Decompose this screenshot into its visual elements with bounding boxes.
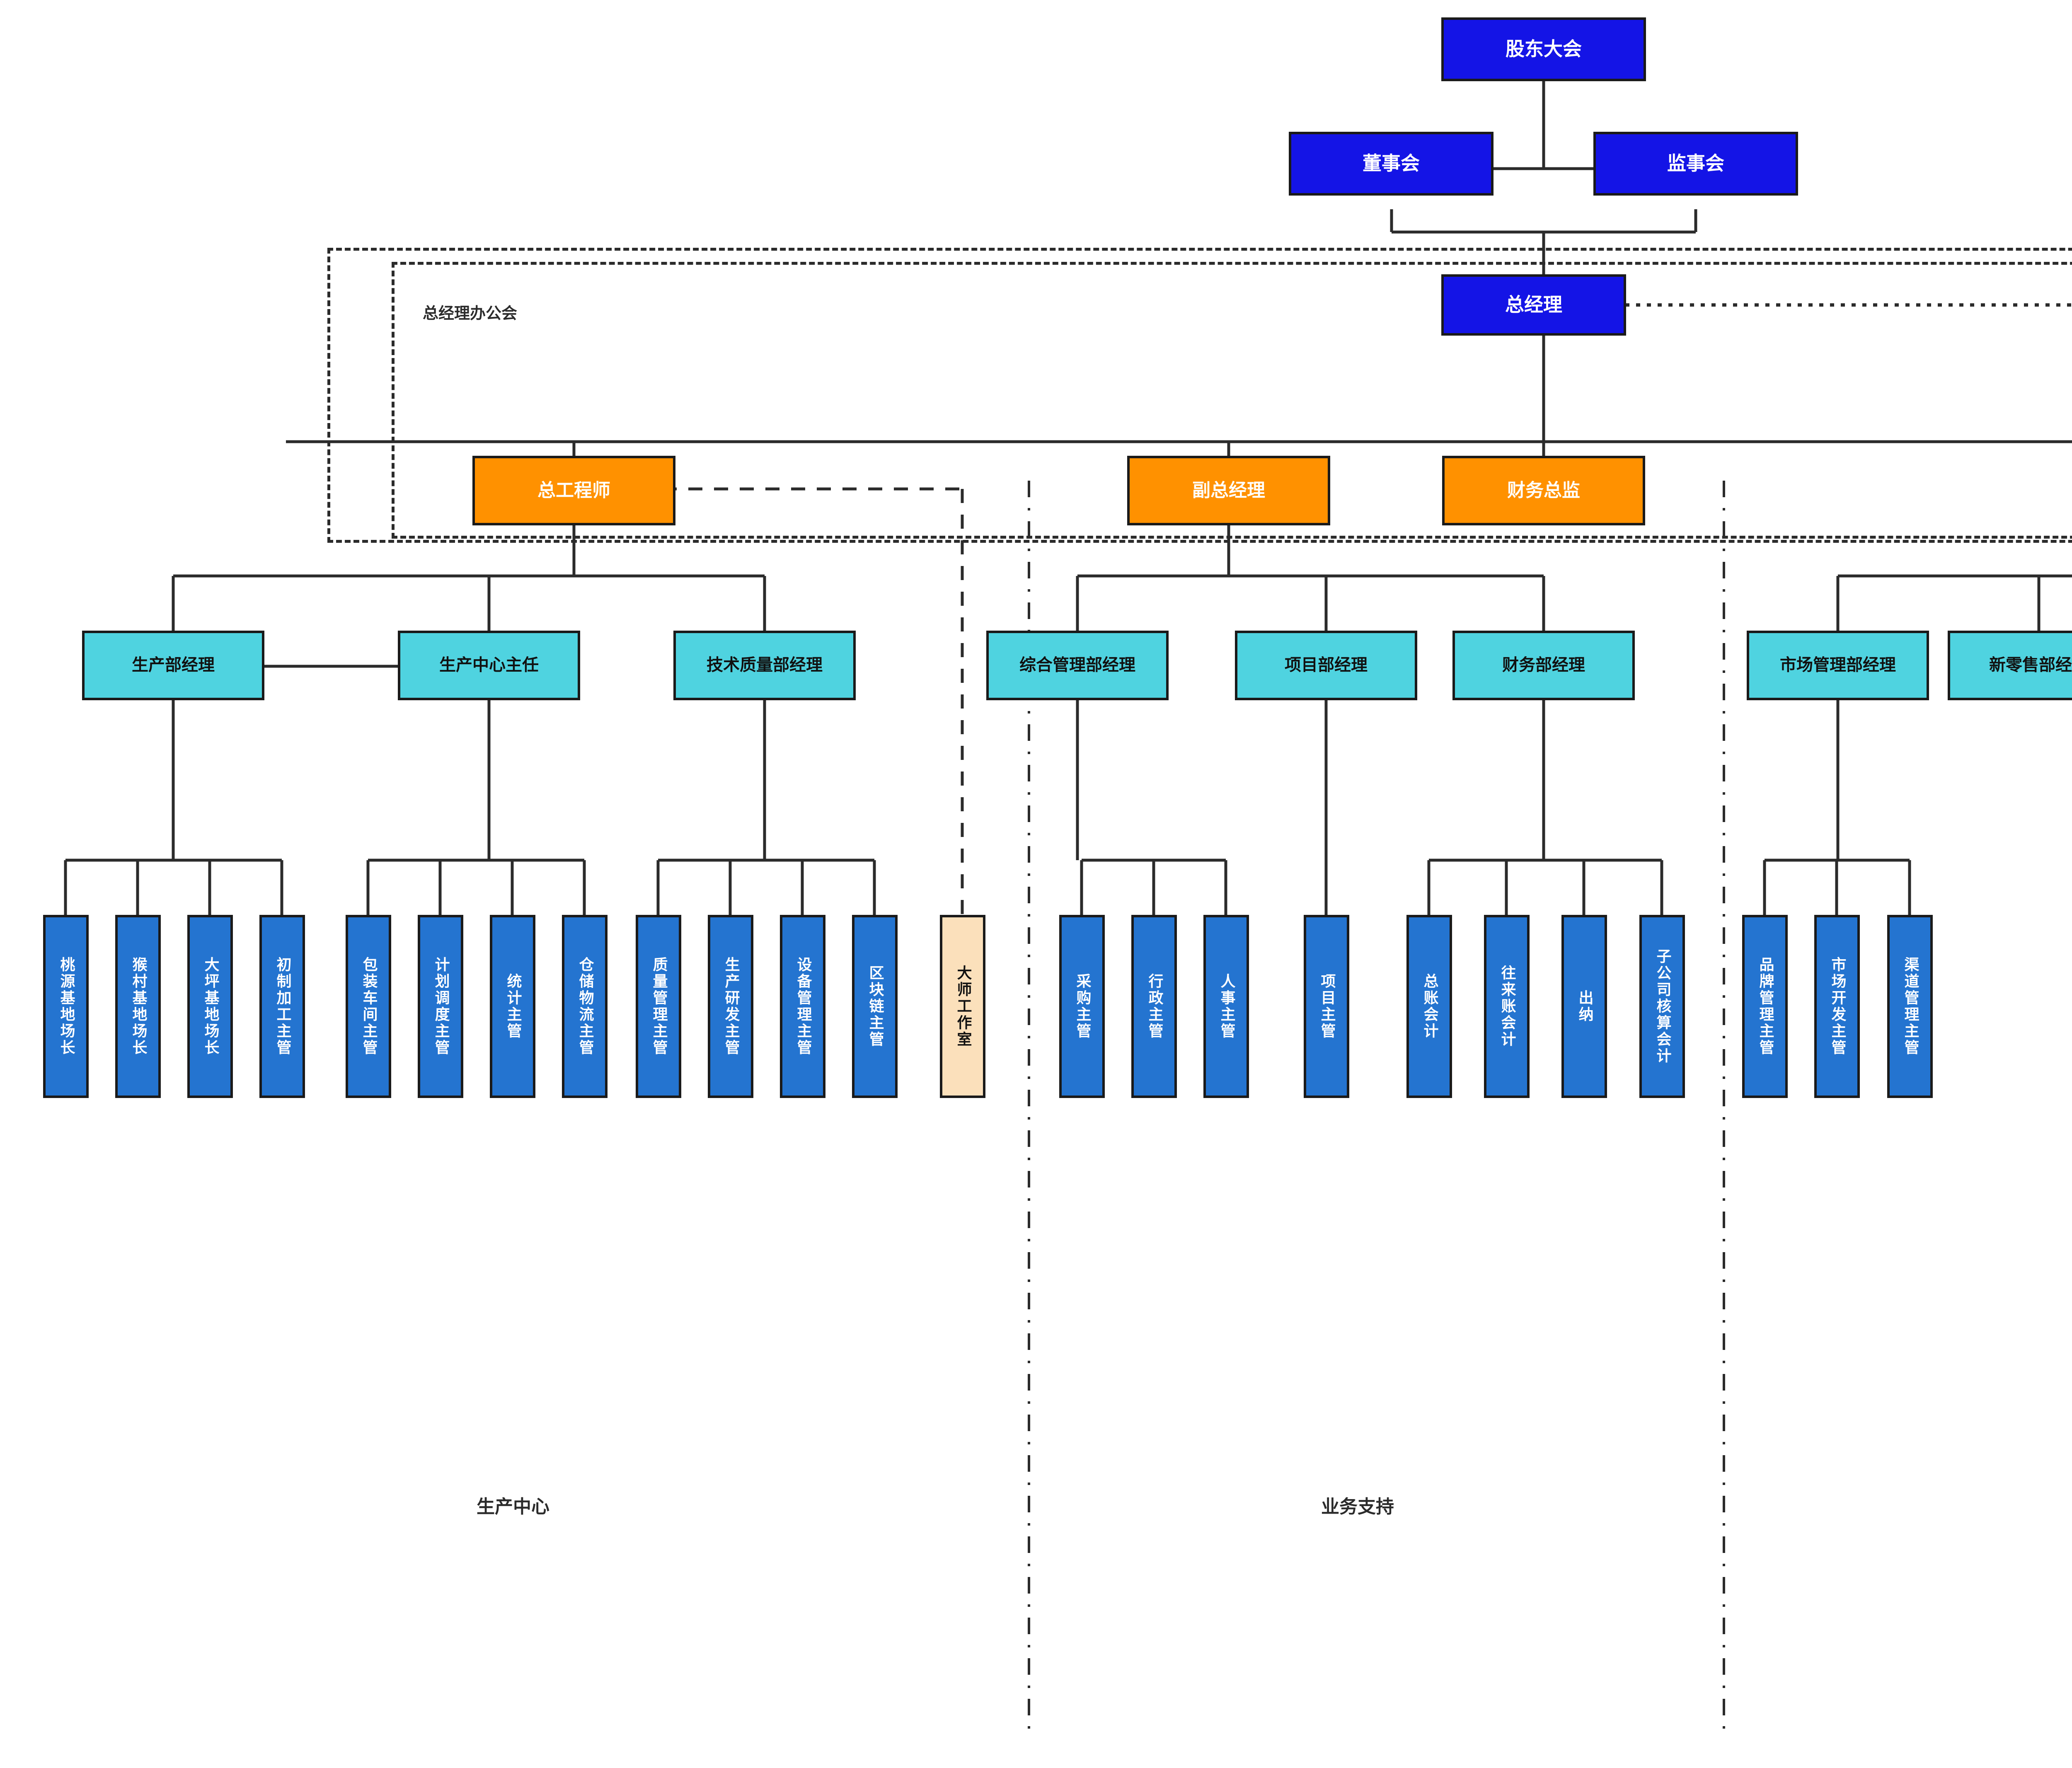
node-staff-taoyuan-base[interactable]: 桃源基地场长	[43, 915, 89, 1098]
node-label: 总账会计	[1421, 973, 1438, 1040]
node-staff-packaging-workshop[interactable]: 包装车间主管	[346, 915, 391, 1098]
node-market-mgmt-dept-manager[interactable]: 市场管理部经理	[1747, 631, 1929, 700]
node-staff-administration[interactable]: 行政主管	[1131, 915, 1177, 1098]
node-label: 总工程师	[537, 480, 610, 501]
node-new-retail-dept-manager[interactable]: 新零售部经理	[1948, 631, 2072, 700]
node-label: 包装车间主管	[360, 957, 378, 1056]
zone-gm-office	[392, 262, 2072, 539]
node-label: 大师工作室	[954, 965, 972, 1048]
node-label: 渠道管理主管	[1902, 957, 1919, 1056]
node-staff-warehouse-logistics[interactable]: 仓储物流主管	[562, 915, 608, 1098]
node-label: 出纳	[1576, 990, 1593, 1023]
node-label: 财务部经理	[1502, 655, 1585, 675]
node-staff-project-supervisor[interactable]: 项目主管	[1304, 915, 1349, 1098]
node-staff-houcun-base[interactable]: 猴村基地场长	[115, 915, 161, 1098]
node-staff-statistics[interactable]: 统计主管	[490, 915, 535, 1098]
node-label: 初制加工主管	[274, 957, 291, 1056]
node-label: 市场开发主管	[1829, 957, 1846, 1056]
node-master-studio[interactable]: 大师工作室	[940, 915, 985, 1098]
node-staff-equipment-mgmt[interactable]: 设备管理主管	[780, 915, 825, 1098]
node-label: 监事会	[1667, 152, 1724, 175]
zone-strategy-committee	[327, 248, 2072, 543]
node-label: 品牌管理主管	[1757, 957, 1774, 1056]
node-board-of-directors[interactable]: 董事会	[1289, 132, 1493, 196]
node-general-manager[interactable]: 总经理	[1441, 274, 1626, 336]
node-staff-market-development[interactable]: 市场开发主管	[1814, 915, 1860, 1098]
node-staff-brand-mgmt[interactable]: 品牌管理主管	[1742, 915, 1788, 1098]
node-label: 董事会	[1363, 152, 1420, 175]
node-staff-production-rnd[interactable]: 生产研发主管	[708, 915, 753, 1098]
node-staff-blockchain[interactable]: 区块链主管	[852, 915, 898, 1098]
node-project-dept-manager[interactable]: 项目部经理	[1235, 631, 1417, 700]
section-label-business-support: 业务支持	[1321, 1496, 1394, 1517]
node-staff-general-ledger-accountant[interactable]: 总账会计	[1406, 915, 1452, 1098]
node-label: 采购主管	[1074, 973, 1091, 1040]
node-shareholders-meeting[interactable]: 股东大会	[1441, 17, 1646, 81]
node-label: 猴村基地场长	[130, 957, 147, 1056]
node-finance-director[interactable]: 财务总监	[1442, 456, 1645, 525]
node-label: 往来账会计	[1498, 965, 1516, 1048]
node-label: 项目主管	[1318, 973, 1336, 1040]
node-finance-dept-manager[interactable]: 财务部经理	[1452, 631, 1635, 700]
zone-label-gm-office: 总经理办公会	[423, 304, 518, 322]
node-label: 行政主管	[1146, 973, 1163, 1040]
node-general-admin-dept-manager[interactable]: 综合管理部经理	[986, 631, 1169, 700]
node-board-of-supervisors[interactable]: 监事会	[1593, 132, 1798, 196]
node-label: 子公司核算会计	[1654, 948, 1671, 1064]
node-label: 新零售部经理	[1989, 655, 2072, 675]
node-label: 区块链主管	[867, 965, 884, 1048]
node-label: 计划调度主管	[432, 957, 450, 1056]
node-staff-ar-ap-accountant[interactable]: 往来账会计	[1484, 915, 1530, 1098]
node-staff-channel-mgmt[interactable]: 渠道管理主管	[1887, 915, 1933, 1098]
node-label: 大坪基地场长	[202, 957, 219, 1056]
node-production-center-director[interactable]: 生产中心主任	[398, 631, 580, 700]
node-staff-planning-scheduling[interactable]: 计划调度主管	[418, 915, 463, 1098]
node-staff-primary-processing[interactable]: 初制加工主管	[259, 915, 305, 1098]
node-staff-daping-base[interactable]: 大坪基地场长	[187, 915, 233, 1098]
node-label: 财务总监	[1507, 480, 1580, 501]
node-label: 项目部经理	[1285, 655, 1368, 675]
node-label: 仓储物流主管	[576, 957, 594, 1056]
node-label: 市场管理部经理	[1780, 655, 1896, 675]
node-label: 总经理	[1505, 293, 1562, 316]
node-chief-engineer[interactable]: 总工程师	[472, 456, 675, 525]
node-staff-procurement[interactable]: 采购主管	[1059, 915, 1105, 1098]
node-label: 综合管理部经理	[1019, 655, 1135, 675]
node-label: 设备管理主管	[794, 957, 812, 1056]
node-staff-subsidiary-accountant[interactable]: 子公司核算会计	[1639, 915, 1685, 1098]
node-label: 生产中心主任	[439, 655, 539, 675]
node-label: 桃源基地场长	[58, 957, 75, 1056]
node-deputy-gm-1[interactable]: 副总经理	[1127, 456, 1330, 525]
section-label-production-center: 生产中心	[477, 1496, 549, 1517]
node-tech-quality-dept-manager[interactable]: 技术质量部经理	[673, 631, 856, 700]
node-staff-cashier[interactable]: 出纳	[1561, 915, 1607, 1098]
node-label: 生产研发主管	[722, 957, 740, 1056]
node-staff-hr[interactable]: 人事主管	[1203, 915, 1249, 1098]
node-production-dept-manager[interactable]: 生产部经理	[82, 631, 264, 700]
node-staff-quality-mgmt[interactable]: 质量管理主管	[636, 915, 681, 1098]
node-label: 质量管理主管	[650, 957, 668, 1056]
node-label: 技术质量部经理	[707, 655, 823, 675]
node-label: 股东大会	[1506, 38, 1582, 60]
node-label: 副总经理	[1192, 480, 1265, 501]
node-label: 统计主管	[504, 973, 522, 1040]
node-label: 生产部经理	[132, 655, 215, 675]
node-label: 人事主管	[1218, 973, 1235, 1040]
